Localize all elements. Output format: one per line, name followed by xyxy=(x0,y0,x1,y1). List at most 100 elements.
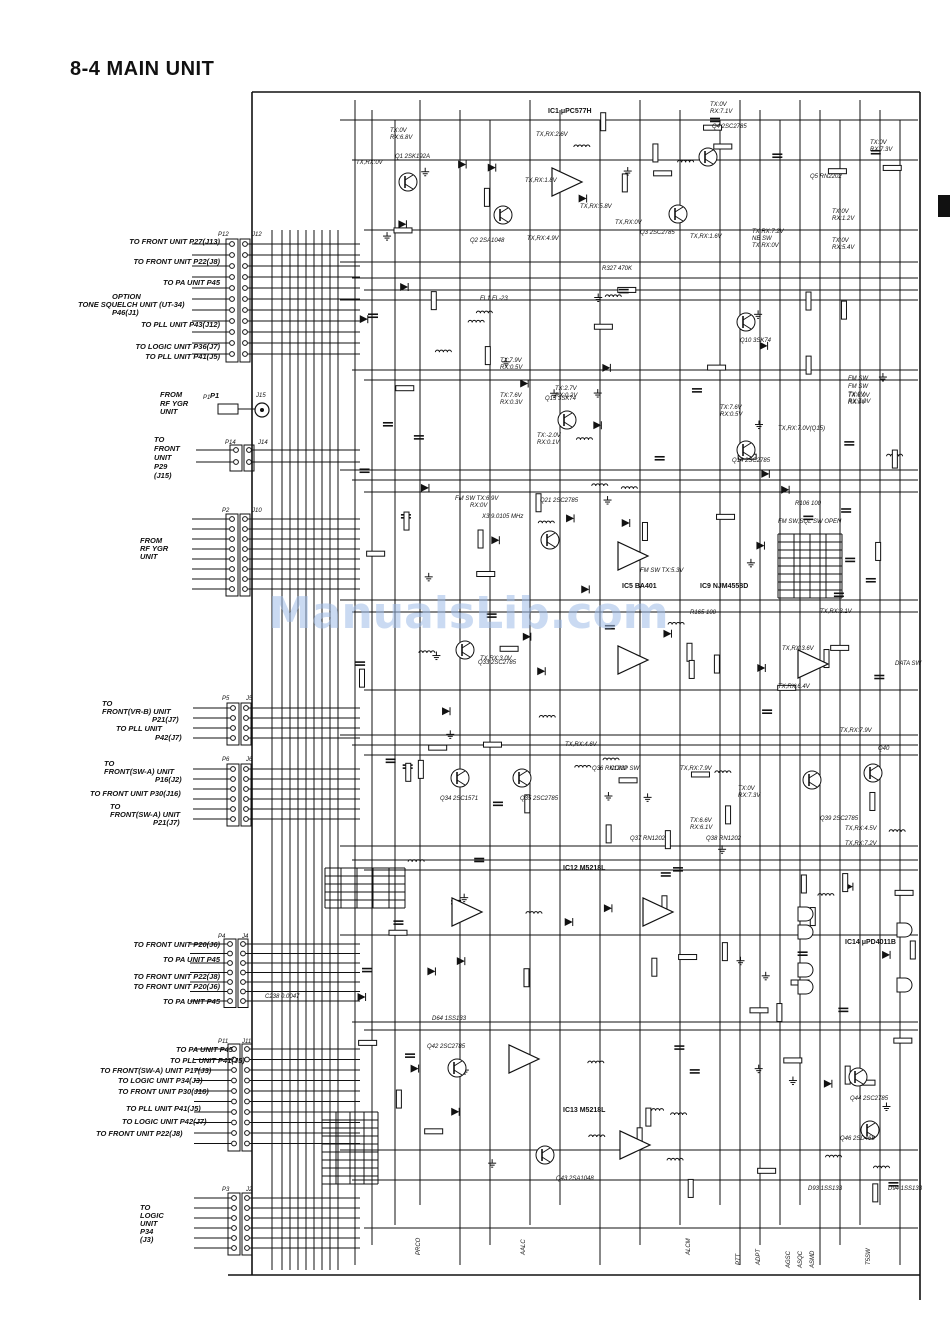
connector-label: P12 xyxy=(218,232,229,238)
voltage-annotation: TX:7.6V xyxy=(720,405,743,411)
text-labels: TO FRONT UNIT P27(J13) TO FRONT UNIT P22(… xyxy=(78,102,923,1269)
left-label: (J3) xyxy=(140,1235,154,1244)
voltage-annotation: TX:7.9V xyxy=(500,358,523,364)
page-title: 8-4 MAIN UNIT xyxy=(70,58,215,80)
connector-p11-j11 xyxy=(227,1043,253,1152)
connector-label: J2 xyxy=(245,1187,253,1193)
voltage-annotation: TX:0V xyxy=(848,392,866,398)
voltage-annotation: FM SW xyxy=(848,384,869,390)
part-label: R106 100 xyxy=(795,501,822,507)
left-label: TO FRONT UNIT P22(J8) xyxy=(133,257,220,266)
part-label: Q35 2SC2785 xyxy=(520,796,559,802)
part-label: Q33 2SC2785 xyxy=(478,660,517,666)
left-label: TONE SQUELCH UNIT (UT-34) xyxy=(78,300,185,309)
voltage-annotation: TX,RX:7.9V xyxy=(840,728,873,734)
voltage-annotation: TX,RX:0V xyxy=(752,243,780,249)
voltage-annotation: RX:7.3V xyxy=(870,147,893,153)
left-label: TO PLL UNIT xyxy=(116,724,163,733)
connector-label: J11 xyxy=(241,1039,251,1045)
connector-label: P5 xyxy=(222,696,230,702)
signal-label: ADPT xyxy=(756,1248,762,1266)
voltage-table-fm-sw xyxy=(777,533,843,599)
left-label: P1 xyxy=(210,391,219,400)
voltage-annotation: TX,RX:3.1V xyxy=(820,609,853,615)
part-label: Q40 xyxy=(878,746,890,752)
voltage-annotation: FM SW,SQL SW OPEN xyxy=(778,519,842,525)
signal-label: T5SW xyxy=(866,1247,872,1265)
part-label: Q39 2SC2785 xyxy=(820,816,859,822)
part-label: C238 0.0047 xyxy=(265,994,300,1000)
voltage-annotation: TX,RX:7.2V xyxy=(752,229,785,235)
left-label: TO PLL UNIT P41(J5) xyxy=(126,1104,201,1113)
left-label: UNIT xyxy=(140,1219,159,1228)
left-label: FRONT(VR-B) UNIT xyxy=(102,707,172,716)
voltage-annotation: RX:7.3V xyxy=(738,793,761,799)
left-label: TO PA UNIT P45 xyxy=(176,1045,234,1054)
left-label: P21(J7) xyxy=(152,715,179,724)
voltage-annotation: TX,RX:5.8V xyxy=(580,204,613,210)
voltage-annotation: TX,RX:7.9V xyxy=(680,766,713,772)
part-label: Q5 RN2202 xyxy=(810,174,842,180)
connector-label: J15 xyxy=(255,393,266,399)
left-label: P29 xyxy=(154,462,168,471)
voltage-annotation: RX:1.2V xyxy=(832,216,855,222)
voltage-annotation: TX,RX:1.8V xyxy=(525,178,558,184)
part-label: D93 1SS133 xyxy=(808,1186,843,1192)
ic-label: IC9 NJM4558D xyxy=(700,583,748,590)
connector-p5-j5 xyxy=(226,702,252,746)
ic-label: IC1 μPC577H xyxy=(548,108,592,115)
voltage-annotation: TX:0V xyxy=(390,128,408,134)
signal-label: PRCO xyxy=(416,1237,422,1255)
part-label: R165 100 xyxy=(690,610,717,616)
connector-label: P4 xyxy=(218,934,226,940)
part-label: Q13 3SK74 xyxy=(545,396,577,402)
voltage-annotation: TX:7.6V xyxy=(500,393,523,399)
voltage-annotation: TX:2.7V xyxy=(555,386,578,392)
left-label: LOGIC xyxy=(140,1211,164,1220)
voltage-annotation: TX:0V xyxy=(738,786,756,792)
part-label: Q36 RN1202 xyxy=(592,766,628,772)
signal-label: ASQC xyxy=(798,1250,804,1269)
connector-label: J5 xyxy=(245,696,253,702)
voltage-annotation: TX,RX:2.6V xyxy=(536,132,569,138)
part-label: Q14 2SC2785 xyxy=(732,458,771,464)
part-label: D94 1SS133 xyxy=(888,1186,923,1192)
part-label: Q1 2SK192A xyxy=(395,154,430,160)
left-label: TO FRONT(SW-A) UNIT P17(J3) xyxy=(100,1066,212,1075)
connector-label: J12 xyxy=(251,232,262,238)
voltage-annotation: RX:0.5V xyxy=(500,365,523,371)
connector-label: P2 xyxy=(222,508,230,514)
voltage-annotation: RX:0.1V xyxy=(537,440,560,446)
voltage-annotation: TX,RX:4.9V xyxy=(527,236,560,242)
part-label: Q42 2SC2785 xyxy=(427,1044,466,1050)
voltage-annotation: FM SW TX:5.3V xyxy=(640,568,684,574)
connector-label: P3 xyxy=(222,1187,230,1193)
left-label: UNIT xyxy=(160,407,179,416)
connector-blocks xyxy=(223,238,255,1256)
part-label: Q38 RN1202 xyxy=(706,836,742,842)
voltage-annotation: RX:7.1V xyxy=(710,109,733,115)
voltage-annotation: TX:-2.0V xyxy=(537,433,562,439)
part-label: X3 9.0105 MHz xyxy=(481,514,523,520)
connector-p6-j6 xyxy=(226,763,252,827)
voltage-annotation: TX,RX:7.0V(Q15) xyxy=(778,426,825,432)
components xyxy=(217,112,916,1203)
voltage-table-ic12 xyxy=(324,867,406,909)
left-label: FROM xyxy=(140,536,163,545)
signal-label: ASMD xyxy=(810,1250,816,1269)
left-label: TO xyxy=(110,802,120,811)
voltage-annotation: TX:0V xyxy=(710,102,728,108)
voltage-annotation: TX,RX:1.6V xyxy=(690,234,723,240)
left-label: TO PLL UNIT P41(J5) xyxy=(145,352,220,361)
page-edge-marker xyxy=(938,195,950,217)
left-label: FRONT xyxy=(154,444,181,453)
left-label: TO xyxy=(104,759,114,768)
ic-label: IC14 μPD4011B xyxy=(845,939,896,946)
left-label: TO PLL UNIT P43(J12) xyxy=(141,320,220,329)
left-label: TO xyxy=(140,1203,150,1212)
part-label: Q2 2SA1048 xyxy=(470,238,505,244)
left-label: TO FRONT UNIT P27(J13) xyxy=(129,237,220,246)
voltage-annotation: RX:6.1V xyxy=(690,825,713,831)
left-label: FRONT(SW-A) UNIT xyxy=(104,767,176,776)
